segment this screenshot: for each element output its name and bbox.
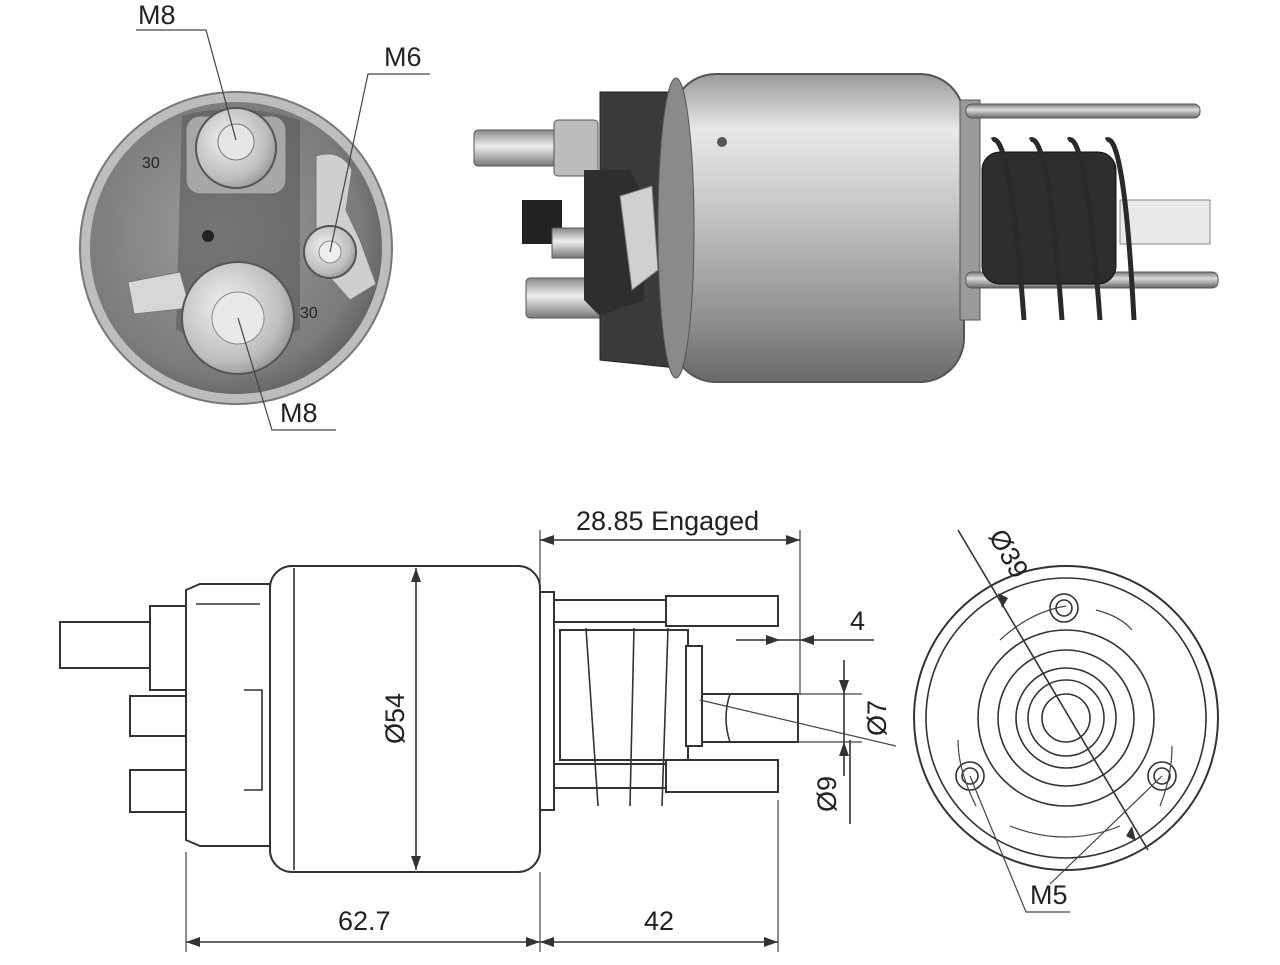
plunger-core <box>981 151 1117 285</box>
top-m8-label: M8 <box>138 0 176 30</box>
leader-top-m8 <box>136 29 237 141</box>
dim-flange-diameter-label: Ø9 <box>812 776 842 812</box>
drawing-plunger-flange <box>685 645 703 747</box>
drawing-spring <box>585 627 669 807</box>
drawing-end-bore <box>1041 693 1091 743</box>
dim-tip-diameter-label: Ø7 <box>862 700 892 736</box>
end-view-hole <box>202 230 214 242</box>
dim-offset-label: 4 <box>850 606 865 636</box>
terminal-strap <box>619 185 659 291</box>
plunger-tip <box>1119 199 1211 245</box>
drawing-terminal-strap <box>244 689 263 791</box>
dim-engaged-label: 28.85 Engaged <box>576 506 759 536</box>
dim-flange-ext <box>699 699 897 747</box>
dim-bolt-circle-line <box>957 529 1149 851</box>
drawing-rear-cap <box>185 583 271 847</box>
return-spring <box>990 137 1137 321</box>
m6-label: M6 <box>384 42 422 72</box>
side-view-photo <box>473 73 1219 383</box>
dim-offset-arrows <box>766 635 814 645</box>
drawing-end-ring-2 <box>997 649 1135 787</box>
front-plate <box>959 99 981 321</box>
leader-bottom-m8 <box>237 317 336 431</box>
drawing-rear-stud-top <box>59 621 159 669</box>
drawing-rear-nut <box>149 605 189 691</box>
guide-rod-top <box>965 103 1201 119</box>
top-m8-stud <box>185 107 287 195</box>
dim-body-length-label: 62.7 <box>338 906 391 936</box>
drawing-end-ring-1 <box>977 629 1155 807</box>
side-view-drawing: Ø54 28.85 Engaged 4 Ø7 Ø9 62.7 42 <box>59 506 897 952</box>
leader-m6 <box>329 73 430 253</box>
terminal-30-bottom-label: 30 <box>300 305 318 322</box>
rear-nut-top <box>553 119 599 177</box>
dim-plunger-length-label: 42 <box>644 906 674 936</box>
bottom-m8-label: M8 <box>280 398 318 428</box>
housing-rear-edge <box>657 77 695 379</box>
drawing-guide-bottom-end <box>665 759 779 793</box>
drawing-guide-top-end <box>665 595 779 627</box>
drawing-front-plate <box>539 591 555 811</box>
main-housing <box>671 73 965 383</box>
end-view-drawing: Ø39 M5 <box>913 524 1219 913</box>
end-view-photo: 30 30 M8 M6 M8 <box>79 0 430 431</box>
drawing-end-ring-3 <box>1015 667 1117 769</box>
mount-thread-label: M5 <box>1030 880 1068 910</box>
dim-body-diameter-label: Ø54 <box>380 693 410 744</box>
terminal-30-top-label: 30 <box>142 155 160 172</box>
leader-m5-right <box>1049 775 1163 885</box>
drawing-plunger-tip <box>701 693 799 743</box>
housing-rivet <box>717 137 727 147</box>
mount-holes <box>955 593 1177 791</box>
drawing-plunger-body <box>559 629 689 761</box>
drawing-end-outer <box>913 565 1219 871</box>
bolt-circle-arcs <box>957 605 1173 838</box>
rear-stud-top <box>473 129 565 167</box>
drawing-end-ring-4 <box>1027 679 1105 757</box>
leader-m5-left <box>969 775 1070 913</box>
drawing-end-inner <box>925 577 1207 859</box>
drawing-tip-curve <box>725 693 731 743</box>
